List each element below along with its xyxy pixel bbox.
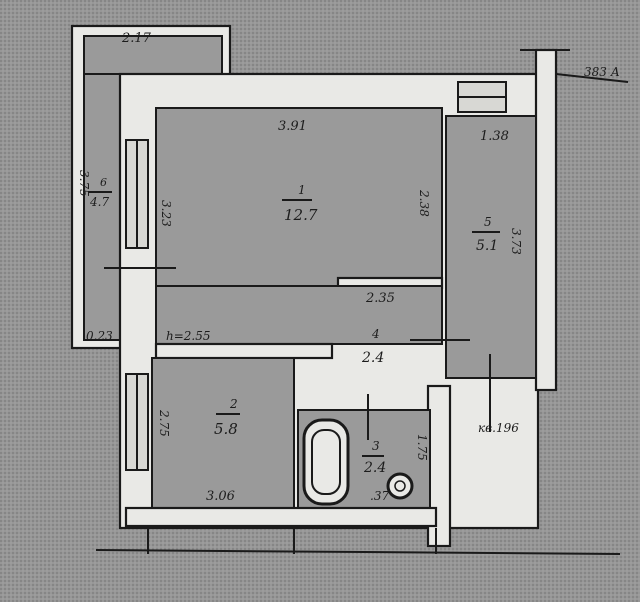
dim-balcony-top: 2.17: [121, 31, 152, 46]
dim-corridor-height: h=2.55: [166, 329, 211, 343]
svg-text:6: 6: [100, 176, 107, 189]
svg-text:5.8: 5.8: [214, 420, 238, 438]
svg-text:2.4: 2.4: [363, 460, 386, 476]
room-1-label: 1 12.7: [282, 183, 318, 224]
svg-text:4.7: 4.7: [89, 195, 109, 209]
dim-balcony-left: 3.75: [77, 170, 91, 197]
room-3-label: 3 2.4: [362, 439, 386, 476]
dim-room2-bottom: 3.06: [206, 489, 235, 504]
dim-room1-right: 2.38: [417, 189, 431, 217]
svg-text:5.1: 5.1: [476, 238, 498, 254]
svg-text:2: 2: [229, 397, 238, 411]
room-4-wall: [154, 342, 334, 360]
stair-label: кв.196: [478, 421, 519, 435]
bottom-wall: [124, 506, 438, 528]
dim-room1-top: 3.91: [278, 119, 307, 134]
corner-label: 383 А: [584, 65, 620, 79]
dim-bath-right: 1.75: [415, 434, 429, 461]
dim-room1-left: 3.23: [159, 200, 173, 227]
svg-text:2.4: 2.4: [361, 350, 384, 366]
left-windows: [104, 139, 176, 471]
bathtub-icon: [302, 418, 350, 506]
dimension-lines: [95, 49, 629, 555]
dim-balcony-bottom: 0.23: [86, 329, 113, 343]
toilet-icon: [386, 472, 414, 500]
room-4-label: 4 2.4: [360, 327, 384, 366]
dim-partition: 2.35: [365, 291, 395, 306]
room-5-label: 5 5.1: [472, 215, 500, 254]
room-6-label: 6 4.7: [88, 176, 112, 209]
room-2-label: 2 5.8: [214, 397, 240, 438]
room-4: [155, 285, 443, 345]
dim-room2-left: 2.75: [157, 409, 171, 437]
svg-text:1: 1: [298, 183, 306, 197]
dim-room5-top: 1.38: [480, 129, 509, 144]
svg-text:3: 3: [372, 439, 380, 453]
svg-text:4: 4: [371, 327, 380, 341]
svg-text:5: 5: [484, 215, 492, 229]
svg-text:12.7: 12.7: [284, 206, 318, 224]
dim-room5-right: 3.73: [509, 228, 523, 255]
dim-bath-bottom: .37: [370, 489, 389, 503]
room-1: [155, 107, 443, 287]
